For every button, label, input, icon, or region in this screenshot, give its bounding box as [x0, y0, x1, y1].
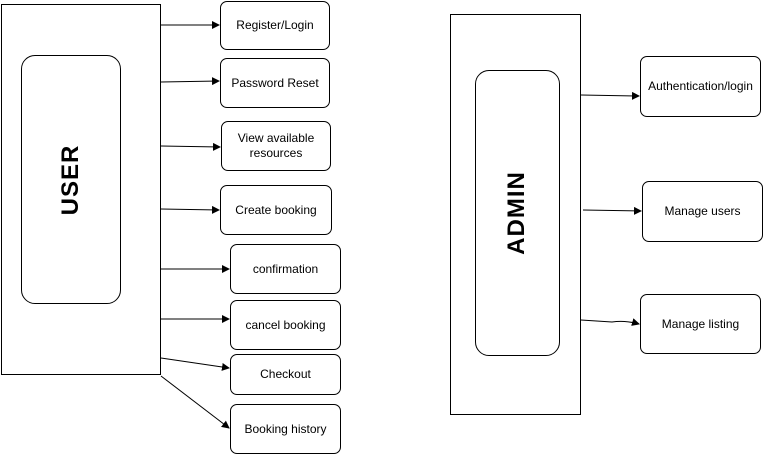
manage-listing-node[interactable]: Manage listing — [640, 294, 761, 354]
arrow-manage-users — [582, 206, 642, 215]
view-resources-node[interactable]: View available resources — [221, 121, 331, 171]
password-reset-node[interactable]: Password Reset — [220, 58, 330, 108]
admin-label: ADMIN — [503, 171, 530, 255]
user-label: USER — [57, 144, 84, 216]
arrow-view-resources — [160, 142, 221, 151]
manage-users-node[interactable]: Manage users — [642, 181, 763, 242]
arrow-password-reset — [160, 77, 220, 86]
authentication-login-node[interactable]: Authentication/login — [640, 56, 761, 117]
confirmation-node[interactable]: confirmation — [230, 244, 341, 294]
arrow-booking-history — [160, 375, 230, 429]
arrow-authentication — [580, 91, 640, 100]
user-inner-box — [21, 55, 121, 304]
arrow-checkout — [160, 357, 230, 371]
cancel-booking-node[interactable]: cancel booking — [230, 300, 341, 350]
booking-history-node[interactable]: Booking history — [230, 404, 341, 454]
create-booking-node[interactable]: Create booking — [220, 185, 332, 235]
checkout-node[interactable]: Checkout — [230, 354, 341, 395]
arrow-create-booking — [160, 205, 220, 214]
register-login-node[interactable]: Register/Login — [220, 1, 330, 50]
arrow-manage-listing — [580, 318, 640, 326]
admin-inner-box — [475, 70, 560, 356]
